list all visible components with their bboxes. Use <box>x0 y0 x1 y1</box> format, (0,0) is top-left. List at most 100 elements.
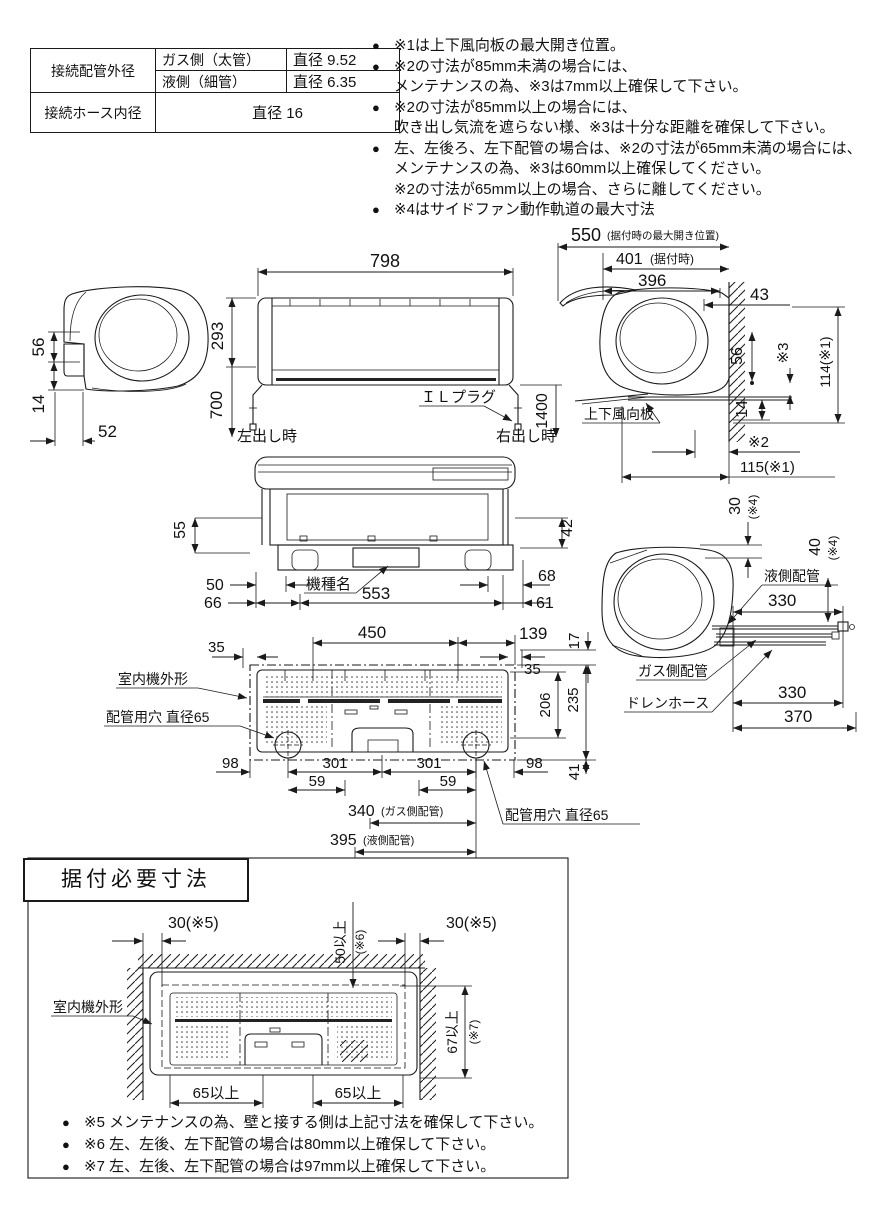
right-side-view: 550 (据付時の最大開き位置) 401 (据付時) 396 43 56 <box>557 225 845 484</box>
dim-235: 235 <box>565 687 582 712</box>
dim-301-left: 301 <box>322 755 347 772</box>
dim-700: 700 <box>207 391 226 419</box>
note-line: ●※1は上下風向板の最大開き位置。 <box>372 36 892 57</box>
plate-hooks <box>284 670 459 681</box>
dim-798: 798 <box>370 251 400 271</box>
label-unit-outline: 室内機外形 <box>118 671 188 687</box>
spec-table: 接続配管外径 ガス側（太管） 直径 9.52 液側（細管） 直径 6.35 接続… <box>30 48 400 133</box>
dim-note3: ※3 <box>775 343 792 364</box>
bullet-spacer <box>372 159 394 180</box>
dim-330-bottom: 330 <box>778 683 806 702</box>
dim-59-left: 59 <box>309 773 326 790</box>
dim-30-fan: 30 <box>727 497 744 515</box>
note-line: ※2の寸法が65mm以上の場合、さらに離してください。 <box>372 180 892 201</box>
dim-206: 206 <box>537 692 554 717</box>
dim-30-fan-note: (※4) <box>746 495 760 520</box>
bullet-icon: ● <box>372 202 380 217</box>
bullet-icon: ● <box>372 99 380 115</box>
label-pipe-hole-right: 配管用穴 直径65 <box>505 807 609 823</box>
dim-67-min: 67以上 <box>444 1010 460 1054</box>
dim-40-fan: 40 <box>807 538 824 556</box>
dim-50: 50 <box>206 577 224 594</box>
model-name-plate <box>352 547 420 568</box>
dim-50-min-note: (※6) <box>353 930 367 955</box>
dim-56-left: 56 <box>29 338 48 357</box>
install-section: 室内機外形 30(※5) 50以上 (※6) 30(※5) 67以上 (※7) … <box>27 857 569 1179</box>
dim-98-right: 98 <box>526 755 543 772</box>
dim-30-left: 30(※5) <box>168 915 219 932</box>
dim-114: 114(※1) <box>817 336 833 387</box>
label-right-outlet: 右出し時 <box>496 428 556 445</box>
dim-52: 52 <box>98 422 117 441</box>
bullet-spacer <box>372 118 394 139</box>
note-line: メンテナンスの為、※3は7mm以上確保して下さい。 <box>372 77 892 98</box>
dim-115: 115(※1) <box>740 459 795 476</box>
spec-hose-value: 直径 16 <box>155 92 400 133</box>
label-drain-hose: ドレンホース <box>626 695 709 711</box>
dim-note2: ※2 <box>748 434 769 451</box>
dim-43: 43 <box>750 285 769 304</box>
note-text: ※2の寸法が85mm未満の場合には、 <box>394 57 637 75</box>
bullet-icon: ● <box>372 140 380 156</box>
note-text: 左、左後ろ、左下配管の場合は、※2の寸法が65mm未満の場合には、 <box>394 139 862 157</box>
dim-59-right: 59 <box>440 773 457 790</box>
dim-330-top: 330 <box>768 591 796 610</box>
dim-396: 396 <box>638 271 666 290</box>
piping-side-view: 30 (※4) 40 (※4) 液側配管 330 ガス側配管 ドレンホース 33… <box>601 495 857 732</box>
label-vane: 上下風向板 <box>584 406 654 422</box>
note-text: 吹き出し気流を遮らない様、※3は十分な距離を確保して下さい。 <box>394 119 835 136</box>
rear-mounting-view: 450 139 35 35 17 室内機外形 配管用穴 直径65 206 235 <box>104 623 640 858</box>
note-line: ● ※5 メンテナンスの為、壁と接する側は上記寸法を確保して下さい。 <box>62 1112 562 1134</box>
dim-139: 139 <box>519 624 547 643</box>
dim-66: 66 <box>204 595 222 612</box>
dim-42: 42 <box>559 519 576 537</box>
spec-pipe-outer-label: 接続配管外径 <box>30 48 156 93</box>
spec-gas-value: 直径 9.52 <box>286 48 400 71</box>
install-section-title: 据付必要寸法 <box>23 858 249 902</box>
label-gas-pipe: ガス側配管 <box>638 663 708 679</box>
dim-401: 401 <box>616 251 643 268</box>
spec-gas-label: ガス側（太管） <box>155 48 287 71</box>
front-view: 798 左出し時 右出し時 293 700 1400 <box>207 251 562 445</box>
bullet-spacer <box>372 77 394 98</box>
dim-17: 17 <box>566 633 583 650</box>
top-notes: ●※1は上下風向板の最大開き位置。 ● ※2の寸法が85mm未満の場合には、 メン… <box>372 36 892 221</box>
bullet-icon: ● <box>372 38 380 53</box>
note-text: ※2の寸法が65mm以上の場合、さらに離してください。 <box>394 180 771 198</box>
note-line: 吹き出し気流を遮らない様、※3は十分な距離を確保して下さい。 <box>372 118 892 139</box>
dim-35-left: 35 <box>208 639 225 656</box>
dim-65-left: 65以上 <box>193 1085 240 1102</box>
bullet-icon: ● <box>62 1137 70 1152</box>
note-text: メンテナンスの為、※3は60mm以上確保してください。 <box>394 160 771 177</box>
bottom-view: 55 42 50 68 66 553 61 機種名 <box>172 456 576 612</box>
dim-401-note: (据付時) <box>650 252 694 266</box>
note-text: ※5 メンテナンスの為、壁と接する側は上記寸法を確保して下さい。 <box>84 1114 544 1131</box>
note-text: ※7 左、左後、左下配管の場合は97mm以上確保して下さい。 <box>84 1158 496 1175</box>
spec-liquid-label: 液側（細管） <box>155 70 287 93</box>
label-il-plug: ＩＬプラグ <box>421 389 496 406</box>
bullet-icon: ● <box>62 1115 70 1130</box>
dim-340-note: (ガス側配管) <box>381 804 443 818</box>
dim-340: 340 <box>348 803 375 820</box>
note-line: ● 左、左後ろ、左下配管の場合は、※2の寸法が65mm未満の場合には、 <box>372 139 892 160</box>
dim-301-right: 301 <box>416 755 441 772</box>
label-liquid-pipe: 液側配管 <box>764 568 820 584</box>
wall-hatch <box>729 282 745 442</box>
note-text: ※4はサイドファン動作軌道の最大寸法 <box>394 201 655 218</box>
label-install-unit-outline: 室内機外形 <box>53 999 123 1015</box>
dim-55: 55 <box>172 521 189 539</box>
note-line: ●※6 左、左後、左下配管の場合は80mm以上確保して下さい。 <box>62 1134 562 1156</box>
dim-395: 395 <box>330 832 357 849</box>
dim-293: 293 <box>208 322 227 350</box>
bullet-icon: ● <box>62 1159 70 1174</box>
dim-395-note: (液側配管) <box>363 833 414 847</box>
note-text: ※2の寸法が85mm以上の場合には、 <box>394 98 637 116</box>
dim-40-fan-note: (※4) <box>826 536 840 561</box>
dim-550: 550 <box>571 225 601 245</box>
dim-1400: 1400 <box>534 393 551 429</box>
plate-perforation <box>263 675 502 697</box>
front-slats <box>289 299 471 306</box>
dim-14-left: 14 <box>29 395 48 414</box>
